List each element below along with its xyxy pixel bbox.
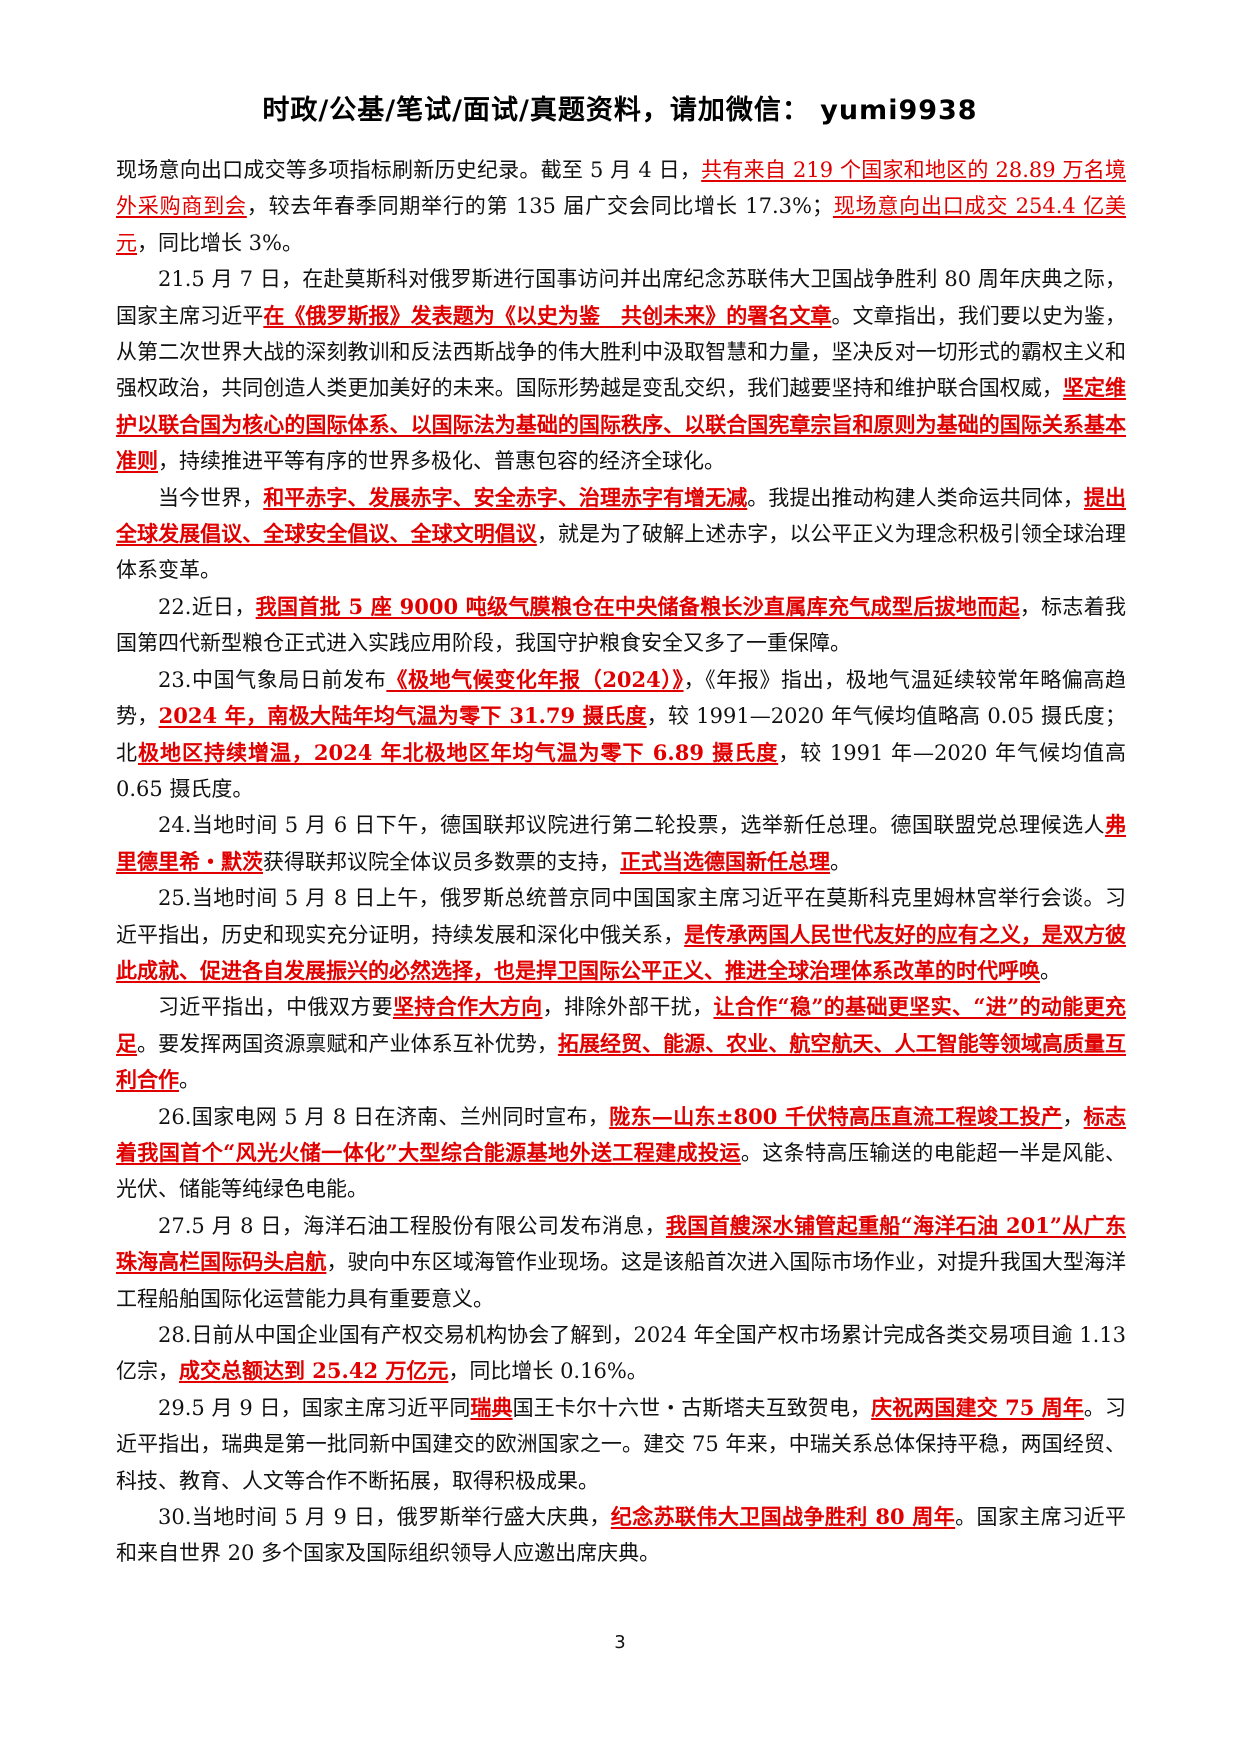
- body-text: 。我提出推动构建人类命运共同体，: [747, 485, 1084, 510]
- highlighted-key-phrase: 现场意向出口成交 254.4 亿美元: [116, 194, 1127, 255]
- body-text: ，驶向中东区域海管作业现场。这是该船首次进入国际市场作业，对提升我国大型海洋工程…: [116, 1250, 1127, 1311]
- highlighted-key-phrase: 我国首批 5 座 9000 吨级气膜粮仓在中央储备粮长沙直属库充气成型后拔地而起: [255, 593, 1020, 619]
- highlighted-key-phrase: 成交总额达到 25.42 万亿元: [179, 1358, 449, 1384]
- body-text: 国王卡尔十六世・古斯塔夫互致贺电，: [512, 1395, 872, 1420]
- highlighted-key-phrase: 让合作“稳”的基础更坚实、“进”的动能更充足: [116, 994, 1127, 1056]
- highlighted-key-phrase: 共有来自 219 个国家和地区的 28.89 万名境外采购商到会: [116, 158, 1127, 219]
- paragraph-p21: 21.5 月 7 日，在赴莫斯科对俄罗斯进行国事访问并出席纪念苏联伟大卫国战争胜…: [116, 261, 1126, 479]
- highlighted-key-phrase: 提出全球发展倡议、全球安全倡议、全球文明倡议: [116, 484, 1127, 547]
- paragraph-p23: 23.中国气象局日前发布《极地气候变化年报（2024）》，《年报》指出，极地气温…: [116, 662, 1126, 808]
- paragraph-p0-cont: 现场意向出口成交等多项指标刷新历史纪录。截至 5 月 4 日，共有来自 219 …: [116, 152, 1126, 261]
- highlighted-key-phrase: 2024 年，南极大陆年均气温为零下 31.79 摄氏度: [158, 703, 647, 729]
- paragraph-p24: 24.当地时间 5 月 6 日下午，德国联邦议院进行第二轮投票，选举新任总理。德…: [116, 807, 1126, 880]
- highlighted-key-phrase: 是传承两国人民世代友好的应有之义，是双方彼此成就、促进各自发展振兴的必然选择，也…: [116, 921, 1127, 983]
- highlighted-key-phrase: 标志着我国首个“风光火储一体化”大型综合能源基地外送工程建成投运: [116, 1103, 1127, 1165]
- paragraph-p21b: 当今世界，和平赤字、发展赤字、安全赤字、治理赤字有增无减。我提出推动构建人类命运…: [116, 480, 1126, 589]
- body-text: 。: [1040, 958, 1061, 983]
- body-text: 。: [179, 1068, 200, 1093]
- body-text: ，同比增长 3%。: [137, 230, 303, 255]
- paragraph-p25: 25.当地时间 5 月 8 日上午，俄罗斯总统普京同中国国家主席习近平在莫斯科克…: [116, 880, 1126, 989]
- paragraph-p26: 26.国家电网 5 月 8 日在济南、兰州同时宣布，陇东—山东±800 千伏特高…: [116, 1099, 1126, 1208]
- paragraph-p22: 22.近日，我国首批 5 座 9000 吨级气膜粮仓在中央储备粮长沙直属库充气成…: [116, 589, 1126, 662]
- document-body: 现场意向出口成交等多项指标刷新历史纪录。截至 5 月 4 日，共有来自 219 …: [116, 152, 1126, 1572]
- body-text: ，: [1062, 1104, 1084, 1129]
- body-text: 26.国家电网 5 月 8 日在济南、兰州同时宣布，: [158, 1104, 610, 1129]
- body-text: ，较去年春季同期举行的第 135 届广交会同比增长 17.3%；: [246, 194, 833, 219]
- body-text: ，持续推进平等有序的世界多极化、普惠包容的经济全球化。: [158, 449, 725, 474]
- paragraph-p29: 29.5 月 9 日，国家主席习近平同瑞典国王卡尔十六世・古斯塔夫互致贺电，庆祝…: [116, 1390, 1126, 1499]
- body-text: 。: [830, 849, 851, 874]
- body-text: 当今世界，: [158, 485, 264, 510]
- body-text: 现场意向出口成交等多项指标刷新历史纪录。截至 5 月 4 日，: [116, 158, 702, 182]
- body-text: 。文章指出，我们要以史为鉴，从第二次世界大战的深刻教训和反法西斯战争的伟大胜利中…: [116, 303, 1127, 401]
- body-text: 获得联邦议院全体议员多数票的支持，: [263, 849, 620, 874]
- highlighted-key-phrase: 坚定维护以联合国为核心的国际体系、以国际法为基础的国际秩序、以联合国宪章宗旨和原…: [116, 375, 1127, 474]
- highlighted-key-phrase: 弗里德里希・默茨: [116, 812, 1126, 874]
- body-text: 习近平指出，中俄双方要: [158, 995, 393, 1020]
- highlighted-key-phrase: 瑞典: [470, 1394, 513, 1420]
- paragraph-p30: 30.当地时间 5 月 9 日，俄罗斯举行盛大庆典，纪念苏联伟大卫国战争胜利 8…: [116, 1499, 1126, 1572]
- body-text: ，同比增长 0.16%。: [448, 1359, 648, 1384]
- body-text: 28.日前从中国企业国有产权交易机构协会了解到，2024 年全国产权市场累计完成…: [116, 1323, 1126, 1384]
- body-text: ，较 1991—2020 年气候均值略高 0.05 摄氏度；北: [116, 704, 1126, 765]
- body-text: 。国家主席习近平和来自世界 20 多个国家及国际组织领导人应邀出席庆典。: [116, 1505, 1126, 1566]
- body-text: 。这条特高压输送的电能超一半是风能、光伏、储能等纯绿色电能。: [116, 1140, 1127, 1202]
- paragraph-p27: 27.5 月 8 日，海洋石油工程股份有限公司发布消息，我国首艘深水铺管起重船“…: [116, 1208, 1126, 1317]
- highlighted-key-phrase: 纪念苏联伟大卫国战争胜利 80 周年: [610, 1504, 956, 1530]
- body-text: ，就是为了破解上述赤字，以公平正义为理念积极引领全球治理体系变革。: [116, 522, 1127, 583]
- body-text: 30.当地时间 5 月 9 日，俄罗斯举行盛大庆典，: [158, 1505, 611, 1530]
- highlighted-key-phrase: 庆祝两国建交 75 周年: [871, 1394, 1084, 1420]
- body-text: ，较 1991 年—2020 年气候均值高 0.65 摄氏度。: [116, 740, 1126, 801]
- highlighted-key-phrase: 坚持合作大方向: [393, 994, 543, 1020]
- body-text: 21.5 月 7 日，在赴莫斯科对俄罗斯进行国事访问并出席纪念苏联伟大卫国战争胜…: [116, 267, 1126, 328]
- body-text: 24.当地时间 5 月 6 日下午，德国联邦议院进行第二轮投票，选举新任总理。德…: [158, 813, 1105, 838]
- highlighted-key-phrase: 陇东—山东±800 千伏特高压直流工程竣工投产: [609, 1103, 1063, 1129]
- body-text: 29.5 月 9 日，国家主席习近平同: [158, 1395, 471, 1420]
- paragraph-p25b: 习近平指出，中俄双方要坚持合作大方向，排除外部干扰，让合作“稳”的基础更坚实、“…: [116, 989, 1126, 1098]
- page-number: 3: [614, 1632, 626, 1653]
- body-text: 。习近平指出，瑞典是第一批同新中国建交的欧洲国家之一。建交 75 年来，中瑞关系…: [116, 1395, 1127, 1493]
- body-text: 27.5 月 8 日，海洋石油工程股份有限公司发布消息，: [158, 1213, 666, 1238]
- highlighted-key-phrase: 和平赤字、发展赤字、安全赤字、治理赤字有增无减: [263, 484, 748, 510]
- highlighted-key-phrase: 在《俄罗斯报》发表题为《以史为鉴 共创未来》的署名文章: [263, 302, 832, 328]
- highlighted-key-phrase: 正式当选德国新任总理: [620, 848, 830, 874]
- body-text: 23.中国气象局日前发布: [158, 667, 387, 692]
- body-text: 。要发挥两国资源禀赋和产业体系互补优势，: [137, 1031, 558, 1056]
- body-text: 22.近日，: [158, 594, 256, 619]
- page-header: 时政/公基/笔试/面试/真题资料，请加微信： yumi9938: [262, 95, 978, 126]
- highlighted-key-phrase: 拓展经贸、能源、农业、航空航天、人工智能等领域高质量互利合作: [116, 1030, 1127, 1093]
- paragraph-p28: 28.日前从中国企业国有产权交易机构协会了解到，2024 年全国产权市场累计完成…: [116, 1317, 1126, 1390]
- body-text: 25.当地时间 5 月 8 日上午，俄罗斯总统普京同中国国家主席习近平在莫斯科克…: [116, 886, 1126, 947]
- highlighted-key-phrase: 我国首艘深水铺管起重船“海洋石油 201”从广东珠海高栏国际码头启航: [116, 1212, 1126, 1275]
- body-text: ，排除外部干扰，: [542, 995, 714, 1020]
- body-text: ，《年报》指出，极地气温延续较常年略偏高趋势，: [116, 667, 1126, 729]
- body-text: ，标志着我国第四代新型粮仓正式进入实践应用阶段，我国守护粮食安全又多了一重保障。: [116, 594, 1127, 656]
- highlighted-key-phrase: 极地区持续增温，2024 年北极地区年均气温为零下 6.89 摄氏度: [138, 739, 779, 765]
- highlighted-key-phrase: 《极地气候变化年报（2024）》: [386, 666, 684, 692]
